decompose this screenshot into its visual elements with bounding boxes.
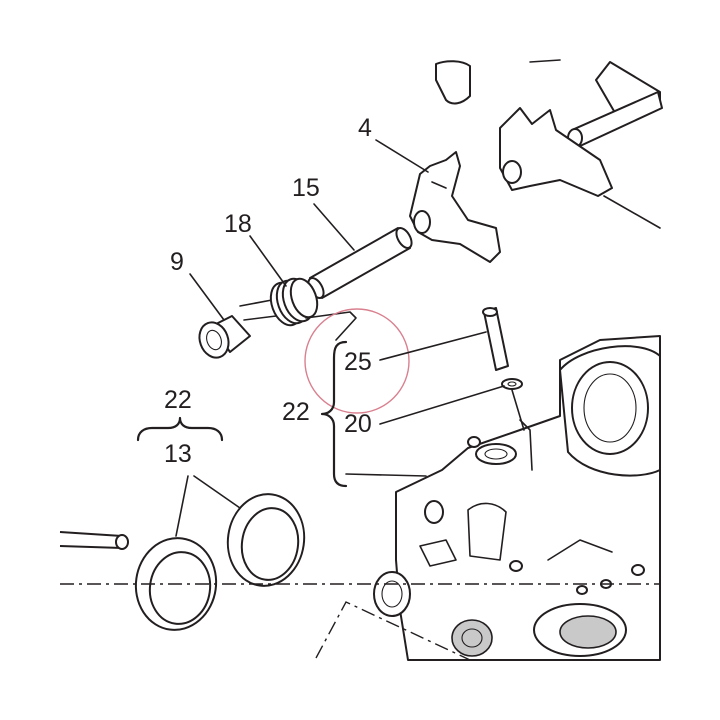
bushing-9 bbox=[198, 315, 251, 359]
leader-20-down bbox=[511, 389, 525, 431]
washer-20 bbox=[501, 378, 523, 390]
torsion-spring-18 bbox=[239, 277, 357, 341]
shift-fork-4 bbox=[409, 151, 501, 263]
leader-13-front bbox=[175, 475, 189, 537]
callout-22-horizontal: 22 bbox=[164, 386, 192, 414]
callout-25: 25 bbox=[344, 348, 372, 376]
callout-18: 18 bbox=[224, 210, 252, 238]
shift-rod-15 bbox=[307, 227, 413, 299]
leader-20 bbox=[379, 385, 505, 425]
callout-20: 20 bbox=[344, 410, 372, 438]
highlight-circle bbox=[304, 308, 410, 414]
leader-18 bbox=[249, 235, 287, 287]
callout-13: 13 bbox=[164, 440, 192, 468]
leader-4 bbox=[375, 139, 429, 173]
callout-4: 4 bbox=[358, 114, 372, 142]
callout-22-vertical: 22 bbox=[282, 398, 310, 426]
bolt-25 bbox=[482, 307, 509, 371]
leader-9 bbox=[189, 273, 225, 321]
callout-15: 15 bbox=[292, 174, 320, 202]
leader-25 bbox=[379, 331, 487, 361]
brace-22-horizontal bbox=[136, 416, 224, 442]
leader-13-back bbox=[193, 475, 241, 509]
callout-9: 9 bbox=[170, 248, 184, 276]
pin-left bbox=[59, 531, 129, 550]
brace-22-vertical bbox=[320, 340, 348, 488]
gearbox-housing bbox=[373, 335, 661, 661]
shift-fork-right bbox=[499, 91, 663, 229]
leader-22-housing bbox=[345, 473, 427, 477]
leader-15 bbox=[313, 203, 355, 251]
o-ring-13-back bbox=[226, 493, 306, 587]
guide-line bbox=[315, 601, 471, 661]
